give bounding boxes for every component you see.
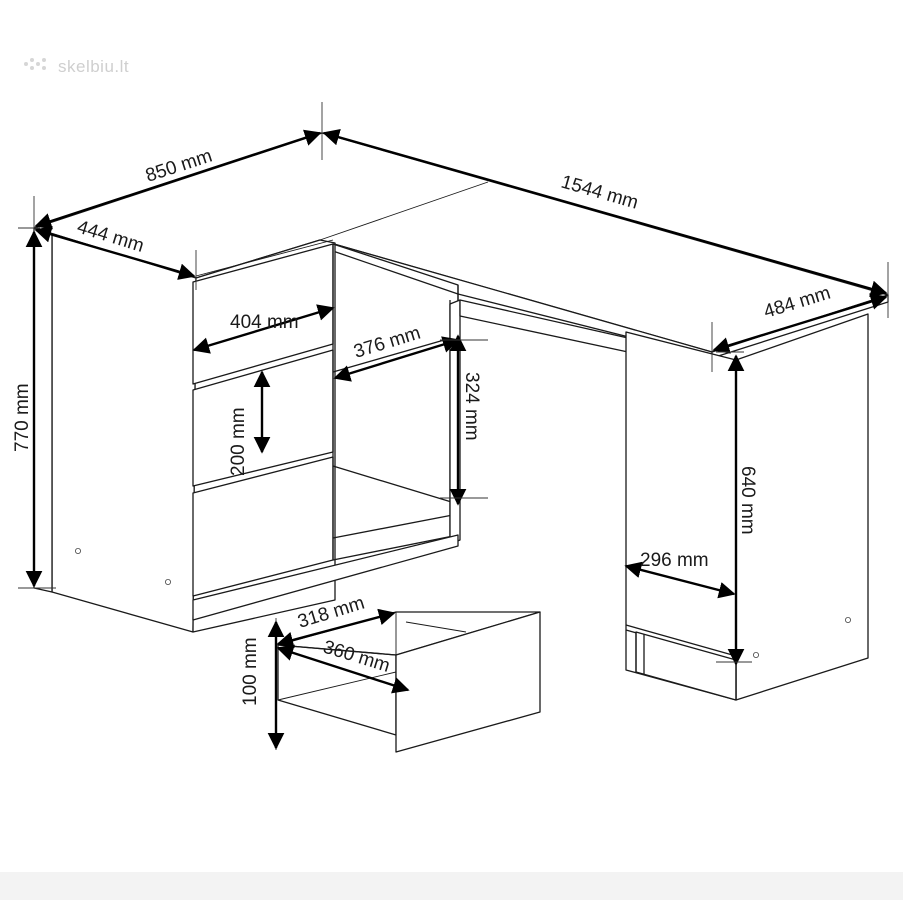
- dim-arrow-360: [276, 644, 410, 694]
- label-100: 100 mm: [240, 637, 261, 706]
- screw-hole: [845, 617, 852, 624]
- open-drawer-front: [395, 611, 541, 753]
- dim-arrow-404: [192, 304, 335, 354]
- footer-band: [0, 872, 903, 900]
- dim-arrow-444: [34, 226, 196, 280]
- left-cabinet-side: [33, 227, 197, 633]
- label-640: 640 mm: [737, 466, 758, 535]
- dim-arrow-484: [712, 293, 888, 354]
- watermark-text: skelbiu.lt: [58, 57, 129, 76]
- dimension-lines: [18, 102, 889, 750]
- label-296: 296 mm: [640, 550, 709, 571]
- dim-arrow-296: [624, 561, 736, 599]
- dim-arrow-318: [276, 608, 396, 649]
- left-plinth: [192, 534, 459, 621]
- dim-arrow-376: [333, 336, 460, 382]
- label-404: 404 mm: [230, 312, 299, 333]
- diagram-canvas: skelbiu.lt: [12, 57, 889, 753]
- screw-hole: [753, 652, 760, 659]
- dim-arrow-850: [34, 129, 322, 230]
- screw-hole: [164, 579, 171, 586]
- desk-drawing: [33, 132, 889, 753]
- label-200: 200 mm: [228, 407, 249, 476]
- watermark: skelbiu.lt: [24, 57, 129, 76]
- screw-hole: [75, 548, 82, 555]
- dim-arrow-1544: [322, 129, 888, 297]
- watermark-logo-icon: [24, 58, 46, 70]
- label-770: 770 mm: [12, 383, 33, 452]
- open-shelf-frame: [332, 243, 459, 561]
- label-324: 324 mm: [461, 372, 482, 441]
